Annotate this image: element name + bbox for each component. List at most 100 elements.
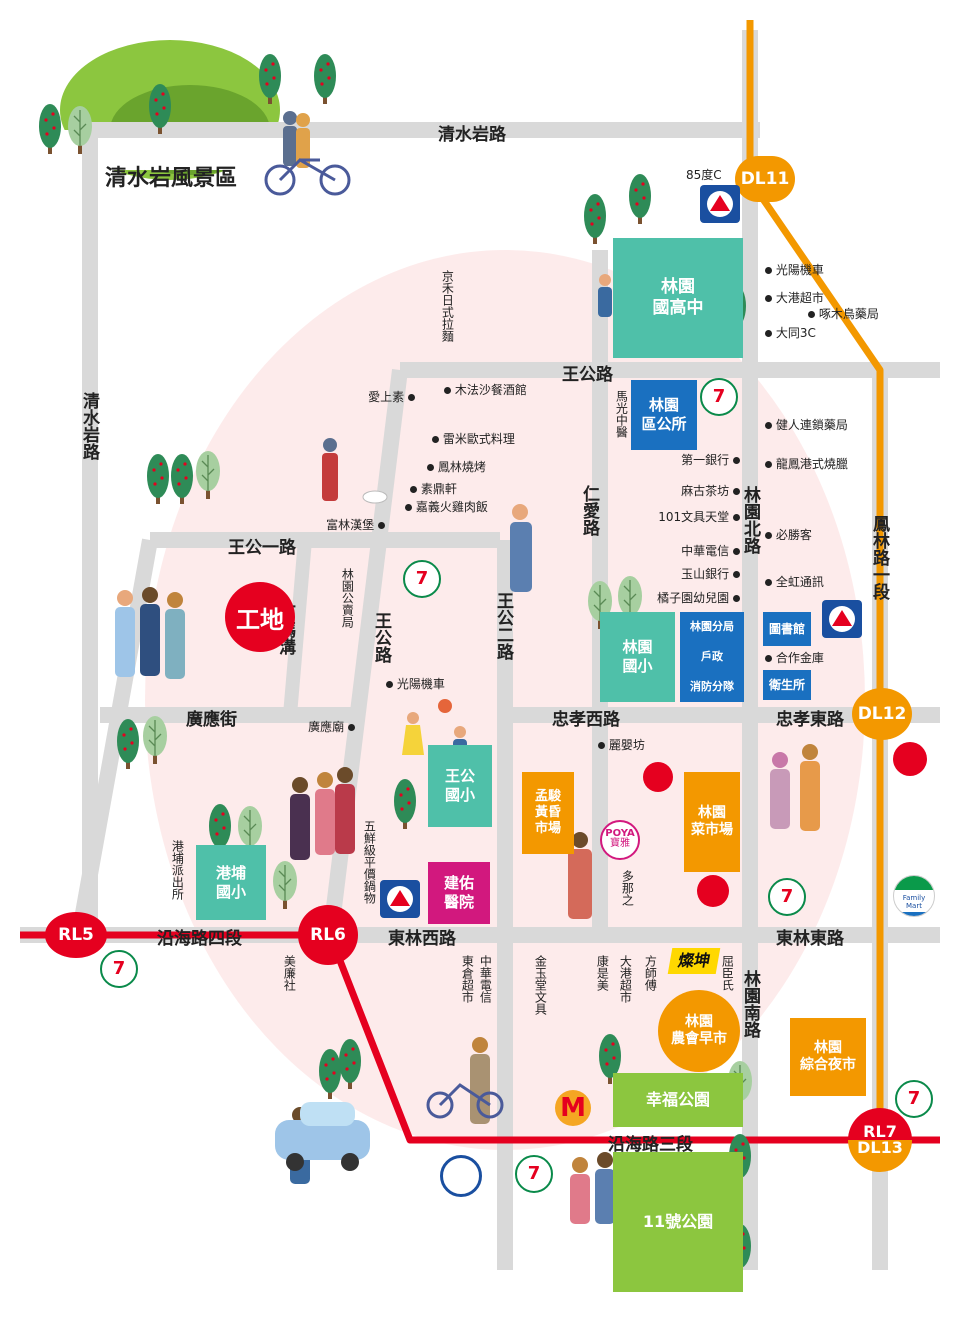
road-donglin-west: 東林西路 bbox=[388, 929, 456, 949]
block-jianyou-hospital[interactable]: 建佑 醫院 bbox=[428, 862, 490, 924]
poya-icon[interactable]: POYA 寶雅 bbox=[600, 820, 640, 860]
block-night-market[interactable]: 林園 綜合夜市 bbox=[790, 1018, 866, 1096]
poi-zhuomu-pharmacy[interactable]: 啄木鳥藥局 bbox=[808, 307, 879, 321]
block-line: 林園 bbox=[685, 1013, 713, 1030]
pxmart-icon[interactable] bbox=[380, 880, 420, 918]
mcdonalds-icon[interactable]: M bbox=[555, 1090, 591, 1126]
poi-guangying-temple[interactable]: 廣應廟 bbox=[255, 720, 355, 734]
poi-longfeng[interactable]: 龍鳳港式燒臘 bbox=[765, 457, 848, 471]
poi-dagang-supermarket[interactable]: 大港超市 bbox=[765, 291, 824, 305]
poi-hezuo-bank[interactable]: 合作金庫 bbox=[765, 651, 824, 665]
poi-dot bbox=[733, 571, 740, 578]
poi-suding[interactable]: 素鼎軒 bbox=[410, 482, 457, 496]
poi-wuxian-hotpot[interactable]: 五鮮級平價鍋物 bbox=[362, 820, 376, 904]
poi-text: 富林漢堡 bbox=[326, 518, 375, 532]
block-line: 國高中 bbox=[652, 298, 704, 318]
block-menghun-market[interactable]: 孟駿 黃昏 市場 bbox=[522, 772, 574, 854]
poi-leimi[interactable]: 雷米歐式料理 bbox=[432, 432, 515, 446]
block-park-11[interactable]: 11號公園 bbox=[613, 1152, 743, 1292]
poi-yushan-bank[interactable]: 玉山銀行 bbox=[640, 567, 740, 581]
block-happy-park[interactable]: 幸福公園 bbox=[613, 1073, 743, 1127]
poi-datong-3c[interactable]: 大同3C bbox=[765, 326, 816, 340]
poi-dot bbox=[386, 681, 393, 688]
family-mart-icon[interactable]: Family Mart bbox=[893, 875, 935, 917]
poi-dagang-supermarket-2[interactable]: 大港超市 bbox=[618, 955, 632, 1003]
seven-eleven-icon[interactable]: 7 bbox=[403, 560, 441, 598]
block-health-center[interactable]: 衛生所 bbox=[763, 670, 811, 700]
block-wanggong-elementary[interactable]: 王公 國小 bbox=[428, 745, 492, 827]
poi-jinyutang[interactable]: 金玉堂文具 bbox=[533, 955, 547, 1015]
poi-chunghwa-telecom-2[interactable]: 中華電信 bbox=[478, 955, 492, 1003]
road-renai: 仁愛路 bbox=[579, 485, 599, 536]
poi-dot bbox=[598, 742, 605, 749]
block-linyuan-high-school[interactable]: 林園 國高中 bbox=[613, 238, 743, 358]
poi-pizza-hut[interactable]: 必勝客 bbox=[765, 528, 812, 542]
poi-text: 第一銀行 bbox=[681, 453, 730, 467]
block-gangpu-elementary[interactable]: 港埔 國小 bbox=[196, 845, 266, 920]
site-marker[interactable]: 工地 bbox=[225, 582, 295, 652]
seven-eleven-icon[interactable]: 7 bbox=[100, 950, 138, 988]
poi-cosmed[interactable]: 康是美 bbox=[595, 955, 609, 991]
poi-dot bbox=[765, 461, 772, 468]
pxmart-icon[interactable] bbox=[700, 185, 740, 223]
poi-liyingfang[interactable]: 麗嬰坊 bbox=[598, 738, 645, 752]
seven-eleven-icon[interactable]: 7 bbox=[700, 378, 738, 416]
poi-text: 光陽機車 bbox=[396, 677, 445, 691]
poi-first-bank[interactable]: 第一銀行 bbox=[640, 453, 740, 467]
road-zhongxiao-west: 忠孝西路 bbox=[552, 710, 620, 730]
poi-juzi-kindergarten[interactable]: 橘子園幼兒園 bbox=[610, 591, 740, 605]
poi-dot bbox=[765, 422, 772, 429]
block-line: 國小 bbox=[444, 786, 475, 804]
station-dl11[interactable]: DL11 bbox=[735, 156, 795, 202]
poi-85c[interactable]: 85度C bbox=[686, 168, 722, 182]
block-district-office[interactable]: 林園 區公所 bbox=[631, 380, 697, 450]
poi-maguang-clinic[interactable]: 馬光中醫 bbox=[614, 390, 628, 438]
poi-text: 玉山銀行 bbox=[681, 567, 730, 581]
poi-mufasha[interactable]: 木法沙餐酒館 bbox=[444, 383, 527, 397]
cathay-bank-icon[interactable] bbox=[893, 742, 927, 776]
cpc-gas-icon[interactable] bbox=[440, 1155, 482, 1197]
poi-101-stationery[interactable]: 101文具天堂 bbox=[620, 510, 740, 524]
poi-aishangsu[interactable]: 愛上素 bbox=[320, 390, 415, 404]
block-police-household-fire[interactable]: 林園分局 戶政 消防分隊 bbox=[680, 612, 744, 702]
seven-eleven-icon[interactable]: 7 bbox=[895, 1080, 933, 1118]
poi-malaniu[interactable]: 麻古茶坊 bbox=[640, 484, 740, 498]
seven-eleven-icon[interactable]: 7 bbox=[515, 1155, 553, 1193]
block-line: 王公 bbox=[444, 767, 475, 786]
poi-jianren-pharmacy[interactable]: 健人連鎖藥局 bbox=[765, 418, 848, 432]
poi-donghui-supermarket[interactable]: 東倉超市 bbox=[460, 955, 474, 1003]
poi-gongmai[interactable]: 林園公賣局 bbox=[340, 568, 354, 628]
road-wanggong: 王公路 bbox=[562, 365, 613, 385]
poi-text: 麗嬰坊 bbox=[608, 738, 645, 752]
poi-quanhong[interactable]: 全虹通訊 bbox=[765, 575, 824, 589]
block-vegetable-market[interactable]: 林園 菜市場 bbox=[684, 772, 740, 872]
poi-guangyang-motor-1[interactable]: 光陽機車 bbox=[765, 263, 824, 277]
station-rl6[interactable]: RL6 bbox=[298, 905, 358, 965]
quanlian-icon[interactable] bbox=[697, 875, 729, 907]
poi-jinghe-ramen[interactable]: 京禾日式拉麵 bbox=[440, 270, 454, 342]
cathay-bank-icon[interactable] bbox=[643, 762, 673, 792]
poi-text: 中華電信 bbox=[478, 955, 493, 1003]
tsannkuen-badge[interactable]: 燦坤 bbox=[667, 948, 721, 974]
pxmart-icon[interactable] bbox=[822, 600, 862, 638]
seven-eleven-icon[interactable]: 7 bbox=[768, 878, 806, 916]
poi-text: 方師傅 bbox=[643, 955, 658, 991]
poi-fulin-burger[interactable]: 富林漢堡 bbox=[250, 518, 385, 532]
block-library[interactable]: 圖書館 bbox=[763, 612, 811, 646]
poi-chunghwa-telecom[interactable]: 中華電信 bbox=[640, 544, 740, 558]
station-rl7-dl13[interactable]: RL7 DL13 bbox=[848, 1108, 912, 1172]
poi-duonazhi[interactable]: 多那之 bbox=[620, 870, 634, 906]
poi-watsons[interactable]: 屈臣氏 bbox=[720, 955, 734, 991]
station-dl12[interactable]: DL12 bbox=[852, 688, 912, 740]
poi-fangshifu[interactable]: 方師傅 bbox=[643, 955, 657, 991]
poi-jiayi-turkey[interactable]: 嘉義火雞肉飯 bbox=[405, 500, 488, 514]
poi-guangyang-motor-2[interactable]: 光陽機車 bbox=[386, 677, 445, 691]
block-linyuan-elementary[interactable]: 林園 國小 bbox=[600, 612, 675, 702]
poi-fenglin-bbq[interactable]: 鳳林燒烤 bbox=[427, 460, 486, 474]
poi-meilian[interactable]: 美廉社 bbox=[282, 955, 296, 991]
station-rl5[interactable]: RL5 bbox=[45, 912, 107, 958]
poya-label: 寶雅 bbox=[610, 838, 630, 849]
fire-label: 消防分隊 bbox=[690, 680, 734, 694]
block-farmers-market[interactable]: 林園 農會早市 bbox=[658, 990, 740, 1072]
poi-gangpu-police[interactable]: 港埔派出所 bbox=[170, 840, 184, 900]
